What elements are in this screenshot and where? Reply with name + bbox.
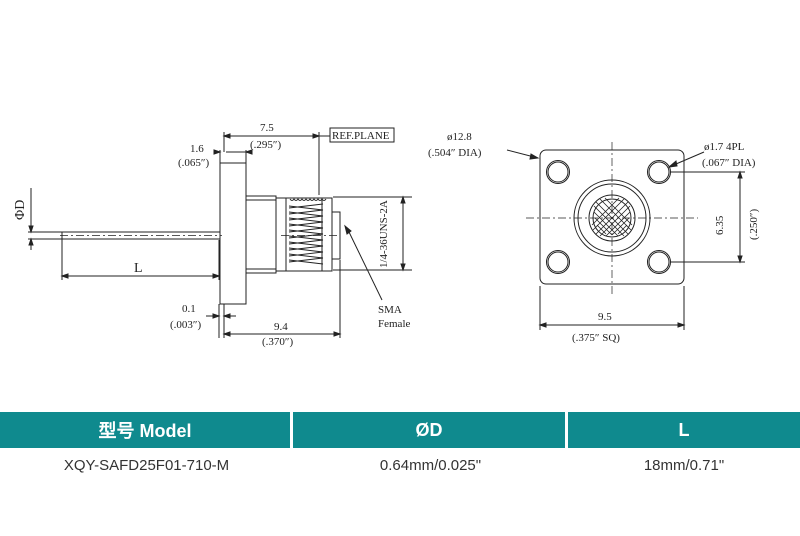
width-mm: 9.5 (598, 311, 612, 323)
header-l: L (568, 412, 800, 448)
table-header-row: 型号 Model ØD L (0, 412, 800, 448)
mount-hole-bl (547, 251, 569, 273)
dim-ref-in: (.295″) (250, 139, 281, 151)
mount-hole-tl (547, 161, 569, 183)
mount-hole-tr (648, 161, 670, 183)
phi-d-label: ΦD (13, 200, 28, 220)
female-label: Female (378, 318, 410, 330)
dia-flange-mm: ø12.8 (447, 131, 472, 143)
length-l-label: L (134, 261, 143, 276)
cell-od: 0.64mm/0.025" (379, 456, 482, 474)
dim-gap-mm: 0.1 (182, 303, 196, 315)
spacing-mm: 6.35 (714, 215, 726, 235)
technical-drawing: 1.6 (.065″) 7.5 (.295″) REF.PLANE ΦD L 1… (13, 122, 760, 348)
spacing-in: (.250″) (748, 209, 760, 240)
mount-hole-br (648, 251, 670, 273)
dia-hole-mm: ø1.7 4PL (704, 141, 745, 153)
header-od: ØD (293, 412, 568, 448)
dim-body-in: (.370″) (262, 336, 293, 348)
front-view (506, 142, 745, 330)
dim-body-mm: 9.4 (274, 321, 288, 333)
ref-plane-label: REF.PLANE (332, 130, 390, 142)
width-in: (.375″ SQ) (572, 332, 620, 344)
side-view-labels: 1.6 (.065″) 7.5 (.295″) REF.PLANE ΦD L 1… (13, 122, 410, 348)
cell-l: 18mm/0.71" (643, 456, 725, 474)
thread-label: 1/4-36UNS-2A (378, 200, 390, 268)
dim-flange-mm: 1.6 (190, 143, 204, 155)
sma-label: SMA (378, 304, 402, 316)
dim-gap-in: (.003″) (170, 319, 201, 331)
spec-table: 型号 Model ØD L XQY-SAFD25F01-710-M 0.64mm… (0, 412, 800, 482)
dia-hole-in: (.067″ DIA) (702, 157, 756, 169)
header-model: 型号 Model (0, 412, 293, 448)
table-row: XQY-SAFD25F01-710-M 0.64mm/0.025" 18mm/0… (0, 448, 800, 482)
front-view-labels: ø12.8 (.504″ DIA) ø1.7 4PL (.067″ DIA) 6… (428, 131, 760, 344)
side-view (28, 127, 412, 338)
cell-model: XQY-SAFD25F01-710-M (63, 456, 230, 474)
dim-ref-mm: 7.5 (260, 122, 274, 134)
dim-flange-in: (.065″) (178, 157, 209, 169)
dia-flange-in: (.504″ DIA) (428, 147, 482, 159)
